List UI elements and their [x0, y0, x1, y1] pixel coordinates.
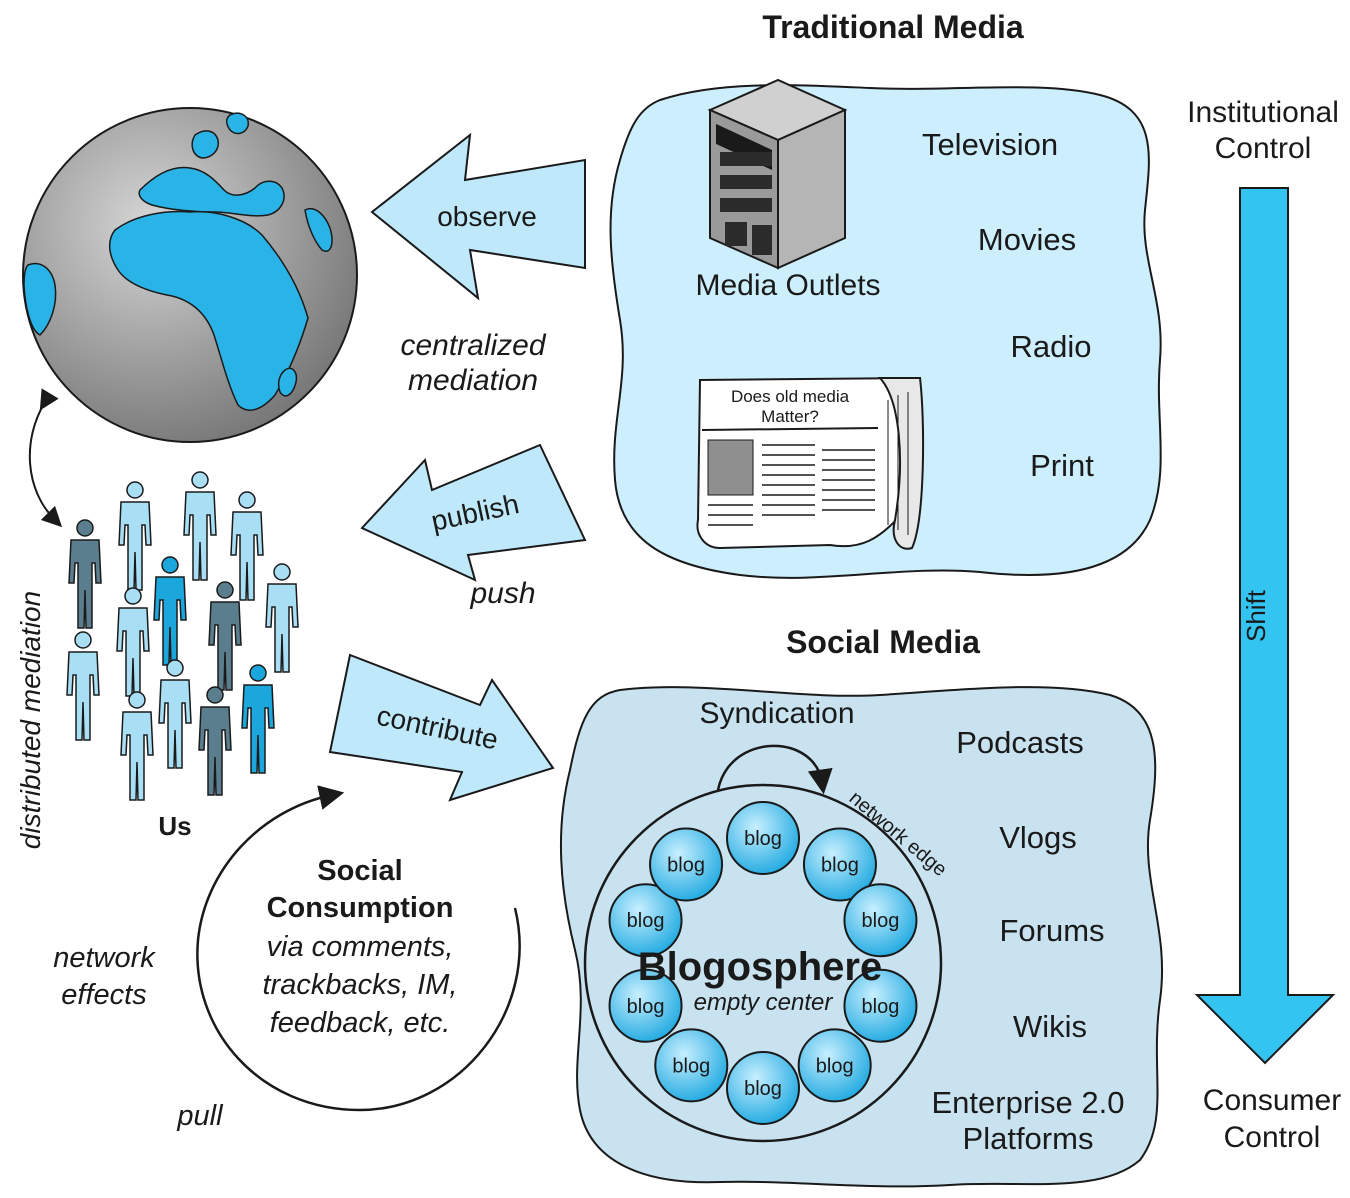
- blog-bubble: [843, 968, 918, 1043]
- globe-icon: [22, 107, 358, 443]
- people-crowd-icon: [66, 471, 299, 801]
- person-icon: [120, 691, 154, 801]
- social-item-enterprise-2: Platforms: [963, 1121, 1094, 1156]
- contribute-arrow: [328, 653, 555, 802]
- syndication-label: Syndication: [699, 697, 854, 730]
- social-item-enterprise-1: Enterprise 2.0: [932, 1085, 1125, 1120]
- publish-arrow: [360, 443, 587, 582]
- blog-bubble-label: blog: [744, 1078, 782, 1100]
- person-icon: [153, 556, 187, 666]
- blog-bubble-label: blog: [627, 910, 665, 932]
- traditional-item-television: Television: [922, 127, 1058, 162]
- observe-arrow: [370, 132, 586, 301]
- blog-bubble: [843, 883, 918, 958]
- traditional-item-movies: Movies: [978, 222, 1076, 257]
- social-consumption-line-1: via comments,: [267, 931, 454, 963]
- social-item-vlogs: Vlogs: [999, 820, 1077, 855]
- person-icon: [66, 631, 100, 741]
- blog-bubble: [797, 1028, 872, 1103]
- person-icon: [198, 686, 232, 796]
- institutional-control-label-1: Institutional: [1187, 96, 1339, 129]
- traditional-media-title: Traditional Media: [762, 9, 1024, 45]
- blog-bubble-label: blog: [821, 854, 859, 876]
- blog-bubble-label: blog: [862, 996, 900, 1018]
- newspaper-headline-2: Matter?: [761, 407, 819, 426]
- media-outlets-label: Media Outlets: [695, 269, 880, 302]
- person-icon: [68, 519, 102, 629]
- newspaper-headline-1: Does old media: [731, 387, 850, 406]
- person-icon: [241, 664, 275, 774]
- network-effects-label-2: effects: [61, 979, 146, 1011]
- blog-bubble: [726, 801, 800, 875]
- social-item-forums: Forums: [999, 913, 1104, 948]
- social-consumption-line-2: trackbacks, IM,: [263, 969, 458, 1001]
- social-consumption-loop-arrow: [196, 785, 521, 1112]
- traditional-item-print: Print: [1030, 448, 1094, 483]
- us-label: Us: [158, 811, 191, 841]
- newspaper-icon: [696, 376, 925, 550]
- observe-arrow-label: observe: [437, 201, 537, 232]
- blog-bubbles: blog blog blog blog blog blog blog blog blog blog: [608, 801, 918, 1125]
- blog-bubble-label: blog: [816, 1055, 854, 1077]
- consumer-control-label-2: Control: [1224, 1121, 1321, 1154]
- social-consumption-title-2: Consumption: [267, 892, 454, 924]
- institutional-control-label-2: Control: [1215, 132, 1312, 165]
- media-outlets-building-icon: [707, 78, 848, 270]
- centralized-mediation-label-2: mediation: [408, 364, 538, 397]
- blog-bubble: [802, 827, 877, 902]
- person-icon: [208, 581, 242, 691]
- blog-bubble-label: blog: [744, 828, 782, 850]
- blog-bubble: [608, 968, 683, 1043]
- social-consumption-line-3: feedback, etc.: [270, 1007, 451, 1039]
- consumer-control-label-1: Consumer: [1203, 1084, 1341, 1117]
- social-consumption-title-1: Social: [317, 855, 402, 887]
- globe-people-double-arrow: [28, 388, 63, 528]
- blogosphere-label: Blogosphere: [638, 945, 882, 989]
- blog-bubble: [654, 1028, 729, 1103]
- social-item-podcasts: Podcasts: [956, 725, 1084, 760]
- syndication-arrow: [716, 744, 833, 795]
- traditional-item-radio: Radio: [1011, 329, 1092, 364]
- person-icon: [230, 491, 264, 601]
- social-item-wikis: Wikis: [1013, 1009, 1087, 1044]
- blog-bubble: [649, 827, 724, 902]
- blog-bubble-label: blog: [667, 854, 705, 876]
- shift-label: Shift: [1241, 589, 1271, 642]
- network-effects-label-1: network: [53, 942, 156, 974]
- person-icon: [265, 563, 299, 673]
- empty-center-label: empty center: [694, 989, 834, 1016]
- blog-bubble-label: blog: [862, 910, 900, 932]
- blog-bubble: [726, 1051, 800, 1125]
- social-media-title: Social Media: [786, 624, 980, 660]
- pull-label: pull: [176, 1100, 224, 1132]
- blog-bubble-label: blog: [627, 996, 665, 1018]
- person-icon: [183, 471, 217, 581]
- blog-bubble: [608, 883, 683, 958]
- shift-arrow: [1194, 187, 1336, 1065]
- blog-bubble-label: blog: [672, 1055, 710, 1077]
- person-icon: [118, 481, 152, 591]
- push-label: push: [469, 577, 535, 610]
- person-icon: [116, 587, 150, 697]
- centralized-mediation-label-1: centralized: [400, 329, 546, 362]
- distributed-mediation-label: distributed mediation: [15, 591, 46, 849]
- person-icon: [158, 659, 192, 769]
